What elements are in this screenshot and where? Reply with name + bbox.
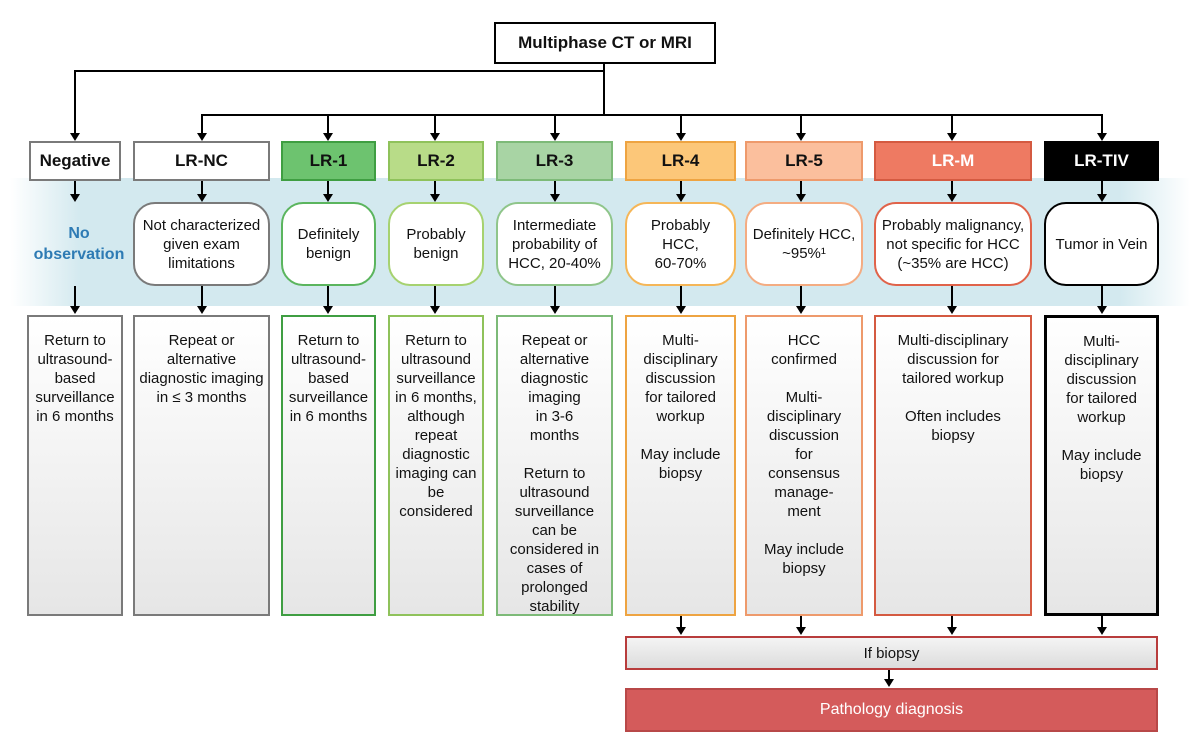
desc-lr-tiv: Tumor in Vein — [1044, 202, 1159, 286]
desc-lr-2: Probably benign — [388, 202, 484, 286]
imaging-modality-title: Multiphase CT or MRI — [518, 33, 692, 52]
imaging-modality-box: Multiphase CT or MRI — [494, 22, 716, 64]
category-label: LR-M — [931, 151, 975, 170]
category-lr-tiv: LR-TIV — [1044, 141, 1159, 181]
category-label: LR-NC — [175, 151, 228, 170]
mgmt-lr-m: Multi-disciplinary discussion for tailor… — [874, 315, 1032, 616]
mgmt-lr-1: Return to ultrasound- based surveillance… — [281, 315, 376, 616]
mgmt-lr-nc: Repeat or alternative diagnostic imaging… — [133, 315, 270, 616]
category-label: LR-4 — [661, 151, 700, 170]
pathology-diagnosis-label: Pathology diagnosis — [819, 701, 964, 718]
category-negative: Negative — [29, 141, 121, 181]
desc-lr-4: Probably HCC, 60-70% — [625, 202, 736, 286]
mgmt-negative: Return to ultrasound- based surveillance… — [27, 315, 123, 616]
category-label: LR-1 — [309, 151, 348, 170]
desc-lr-5: Definitely HCC, ~95%¹ — [745, 202, 863, 286]
no-observation-text: No observation — [33, 225, 125, 263]
mgmt-lr-4: Multi- disciplinary discussion for tailo… — [625, 315, 736, 616]
category-lr-5: LR-5 — [745, 141, 863, 181]
category-label: LR-TIV — [1074, 151, 1129, 170]
desc-lr-3: Intermediate probability of HCC, 20-40% — [496, 202, 613, 286]
if-biopsy-label: If biopsy — [863, 644, 920, 662]
category-label: LR-5 — [785, 151, 823, 170]
category-lr-4: LR-4 — [625, 141, 736, 181]
category-lr-2: LR-2 — [388, 141, 484, 181]
category-label: Negative — [39, 151, 111, 170]
desc-lr-1: Definitely benign — [281, 202, 376, 286]
mgmt-lr-3: Repeat or alternative diagnostic imaging… — [496, 315, 613, 616]
category-label: LR-3 — [535, 151, 574, 170]
mgmt-lr-2: Return to ultrasound surveillance in 6 m… — [388, 315, 484, 616]
category-lr-m: LR-M — [874, 141, 1032, 181]
if-biopsy-box: If biopsy — [625, 636, 1158, 670]
category-lr-3: LR-3 — [496, 141, 613, 181]
category-lr-nc: LR-NC — [133, 141, 270, 181]
category-label: LR-2 — [417, 151, 455, 170]
pathology-diagnosis-box: Pathology diagnosis — [625, 688, 1158, 732]
desc-lr-m: Probably malignancy, not specific for HC… — [874, 202, 1032, 286]
mgmt-lr-5: HCC confirmed Multi- disciplinary discus… — [745, 315, 863, 616]
category-lr-1: LR-1 — [281, 141, 376, 181]
mgmt-lr-tiv: Multi- disciplinary discussion for tailo… — [1044, 315, 1159, 616]
desc-lr-nc: Not characterized given exam limitations — [133, 202, 270, 286]
